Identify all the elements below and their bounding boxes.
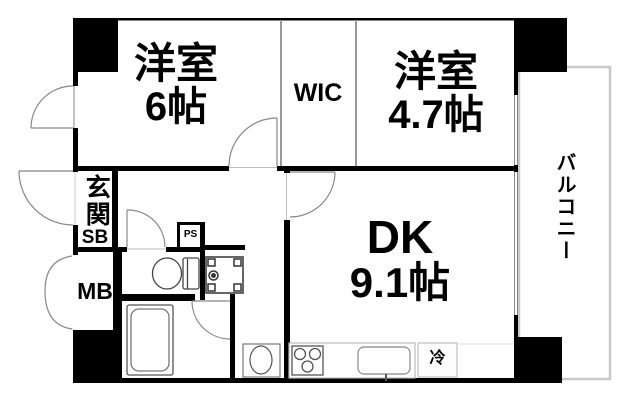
pillar-bottom-left bbox=[73, 335, 118, 383]
refrigerator-label: 冷 bbox=[429, 350, 446, 367]
interior-walls bbox=[73, 166, 514, 378]
meter-box-label: MB bbox=[77, 278, 113, 304]
kitchen-sink-icon bbox=[357, 346, 411, 381]
pipe-space-label: PS bbox=[183, 229, 198, 240]
dk-name: DK bbox=[366, 211, 434, 263]
door-thresholds bbox=[127, 167, 287, 250]
wic-label: WIC bbox=[293, 79, 343, 107]
dk-label: DK 9.1帖 bbox=[302, 213, 498, 305]
pillar-bottom-right bbox=[517, 337, 562, 383]
bedroom1-door-arc bbox=[228, 117, 278, 167]
balcony-outline bbox=[517, 65, 612, 381]
wic-partitions bbox=[280, 20, 357, 166]
bedroom2-name: 洋室 bbox=[393, 48, 478, 95]
bedroom1-label: 洋室 6帖 bbox=[76, 40, 276, 130]
dk-door-arc bbox=[289, 171, 336, 218]
entrance-label: 玄関 bbox=[82, 174, 111, 228]
shoe-box-label: SB bbox=[81, 227, 109, 248]
bedroom2-label: 洋室 4.7帖 bbox=[358, 48, 514, 138]
window-lines bbox=[73, 86, 518, 315]
bathroom-door-arc bbox=[191, 300, 231, 340]
bedroom2-size: 4.7帖 bbox=[388, 93, 484, 138]
dk-size: 9.1帖 bbox=[349, 259, 451, 307]
toilet-icon bbox=[151, 257, 200, 290]
bedroom1-size: 6帖 bbox=[144, 85, 208, 130]
toilet-door-arc bbox=[126, 209, 166, 248]
stove-icon bbox=[291, 345, 324, 376]
balcony-label: バルコニー bbox=[553, 152, 575, 262]
pillar-top-right bbox=[517, 18, 567, 72]
washer-pan-icon bbox=[205, 256, 244, 294]
bedroom1-name: 洋室 bbox=[133, 40, 218, 87]
refrigerator-box bbox=[417, 342, 458, 378]
bedroom1-window-arc bbox=[30, 85, 74, 129]
bathtub-icon bbox=[126, 304, 174, 376]
entrance-door-arc bbox=[18, 170, 74, 226]
meter-box-door-arcs bbox=[44, 255, 73, 330]
pillar-top-left bbox=[73, 18, 118, 72]
washbasin-icon bbox=[242, 343, 281, 378]
